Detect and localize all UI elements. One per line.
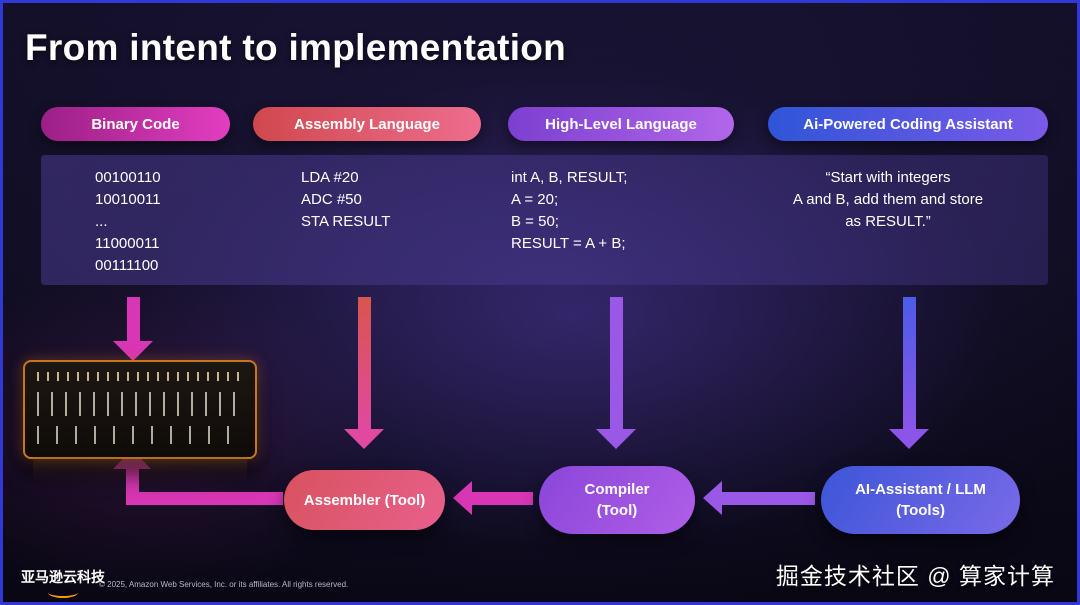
tool-pill-sublabel: (Tools) xyxy=(896,502,945,519)
arrow-shaft xyxy=(472,491,533,505)
panel-lights-row xyxy=(37,372,243,381)
computer-front-panel-image xyxy=(23,360,257,483)
arrow-shaft xyxy=(609,297,623,429)
code-column-ai-prompt: “Start with integers A and B, add them a… xyxy=(743,167,1033,233)
arrow-down-binary-icon xyxy=(113,297,153,361)
code-line: A = 20; xyxy=(511,191,559,208)
arrow-down-high-level-icon xyxy=(596,297,636,449)
aws-smile-icon xyxy=(48,587,78,598)
aws-brand-text: 亚马逊云科技 xyxy=(21,569,105,585)
panel-switches-row xyxy=(37,426,243,444)
code-line: 11000011 xyxy=(95,235,160,252)
header-pill-label: Ai-Powered Coding Assistant xyxy=(803,115,1013,133)
watermark-text: 掘金技术社区 @ 算家计算 xyxy=(775,563,1055,589)
arrow-shaft xyxy=(126,492,283,505)
arrow-head xyxy=(113,341,153,361)
header-pill-binary-code: Binary Code xyxy=(41,107,230,141)
code-line: B = 50; xyxy=(511,213,559,230)
tool-pill-label: AI-Assistant / LLM xyxy=(855,481,986,498)
code-line: RESULT = A + B; xyxy=(511,235,626,252)
code-line: 10010011 xyxy=(95,191,161,208)
code-band: 00100110 10010011 ... 11000011 00111100 … xyxy=(41,155,1048,285)
panel-switches-row xyxy=(37,392,243,416)
page-title: From intent to implementation xyxy=(25,27,567,68)
header-pill-assembly-language: Assembly Language xyxy=(253,107,481,141)
arrow-head xyxy=(596,429,636,449)
header-pill-high-level-language: High-Level Language xyxy=(508,107,734,141)
code-line: STA RESULT xyxy=(301,213,391,230)
arrow-head xyxy=(703,481,722,515)
arrow-head xyxy=(344,429,384,449)
code-line: 00111100 xyxy=(95,257,159,274)
arrow-shaft xyxy=(902,297,916,429)
arrow-left-ai-to-compiler-icon xyxy=(703,481,815,515)
header-pill-ai-coding-assistant: Ai-Powered Coding Assistant xyxy=(768,107,1048,141)
code-line: 00100110 xyxy=(95,169,161,186)
aws-logo: 亚马逊云科技 xyxy=(21,567,105,598)
code-column-assembly: LDA #20 ADC #50 STA RESULT xyxy=(301,167,390,233)
code-column-binary: 00100110 10010011 ... 11000011 00111100 xyxy=(95,167,161,277)
arrow-shaft xyxy=(357,297,371,429)
arrow-left-compiler-to-assembler-icon xyxy=(453,481,533,515)
header-pill-label: Assembly Language xyxy=(294,115,440,133)
code-line: LDA #20 xyxy=(301,169,359,186)
arrow-down-assembly-icon xyxy=(344,297,384,449)
code-line: ADC #50 xyxy=(301,191,362,208)
arrow-head xyxy=(453,481,472,515)
arrow-shaft xyxy=(126,469,139,505)
copyright-text: © 2025, Amazon Web Services, Inc. or its… xyxy=(99,580,349,589)
header-pill-label: High-Level Language xyxy=(545,115,697,133)
code-line: ... xyxy=(95,213,108,230)
tool-pill-label: Assembler (Tool) xyxy=(303,491,426,509)
tool-pill-label: Compiler xyxy=(584,481,650,498)
code-line: as RESULT.” xyxy=(845,213,931,230)
arrow-head xyxy=(889,429,929,449)
arrow-down-ai-icon xyxy=(889,297,929,449)
tool-pill-compiler: Compiler (Tool) xyxy=(539,466,695,534)
code-column-high-level: int A, B, RESULT; A = 20; B = 50; RESULT… xyxy=(511,167,627,255)
arrow-shaft xyxy=(722,491,815,505)
tool-pill-assembler: Assembler (Tool) xyxy=(284,470,445,530)
header-pill-label: Binary Code xyxy=(91,115,180,133)
arrow-shaft xyxy=(126,297,140,341)
tool-pill-ai-assistant-llm: AI-Assistant / LLM (Tools) xyxy=(821,466,1020,534)
code-line: int A, B, RESULT; xyxy=(511,169,628,186)
tool-pill-sublabel: (Tool) xyxy=(596,502,638,519)
code-line: A and B, add them and store xyxy=(792,191,984,208)
code-line: “Start with integers xyxy=(825,169,951,186)
